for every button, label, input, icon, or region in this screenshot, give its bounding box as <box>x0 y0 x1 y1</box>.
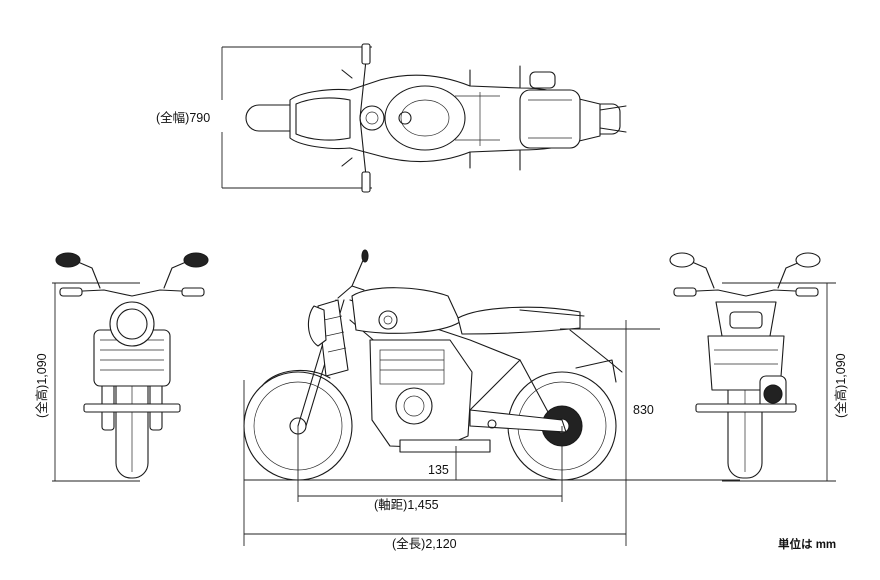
overall-length-label: (全長)2,120 <box>392 536 457 551</box>
rear-view <box>669 252 836 482</box>
ground-clearance-label: 135 <box>428 463 449 477</box>
top-view <box>221 43 627 193</box>
side-view <box>243 249 740 546</box>
seat-height-label: 830 <box>633 403 654 417</box>
front-view <box>52 252 209 482</box>
overall-height-rear-label: (全高)1,090 <box>833 353 848 418</box>
wheelbase-label: (軸距)1,455 <box>374 498 439 512</box>
overall-width-label: (全幅)790 <box>156 110 210 125</box>
unit-note: 単位は mm <box>778 537 836 551</box>
overall-height-front-label: (全高)1,090 <box>34 353 49 418</box>
